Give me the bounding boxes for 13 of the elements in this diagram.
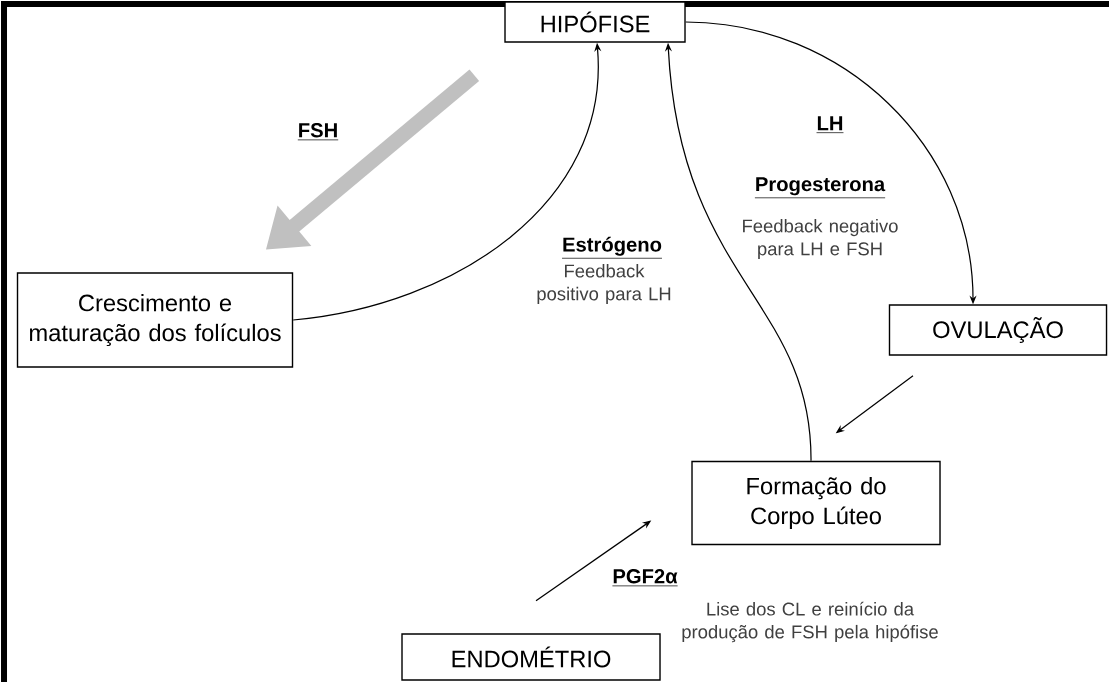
note-text: Feedback positivo para LH bbox=[537, 264, 671, 305]
edge-label: PGF2α bbox=[610, 567, 680, 589]
process-box: OVULAÇÃO bbox=[888, 304, 1108, 356]
note-text: Lise dos CL e reinício da produção de FSH pela hipófise bbox=[682, 601, 938, 643]
edge-label: FSH bbox=[296, 121, 340, 143]
edge-label: Estrógeno bbox=[560, 234, 664, 262]
note-text: Feedback negativo para LH e FSH bbox=[743, 219, 898, 260]
process-box: Formação do Corpo Lúteo bbox=[691, 460, 941, 546]
edge-label: Progesterona bbox=[753, 175, 887, 201]
edge-label: LH bbox=[814, 114, 846, 136]
process-box: HIPÓFISE bbox=[504, 1, 686, 43]
process-box: Crescimento e maturação dos folículos bbox=[16, 272, 294, 368]
process-box: ENDOMÉTRIO bbox=[401, 633, 661, 681]
